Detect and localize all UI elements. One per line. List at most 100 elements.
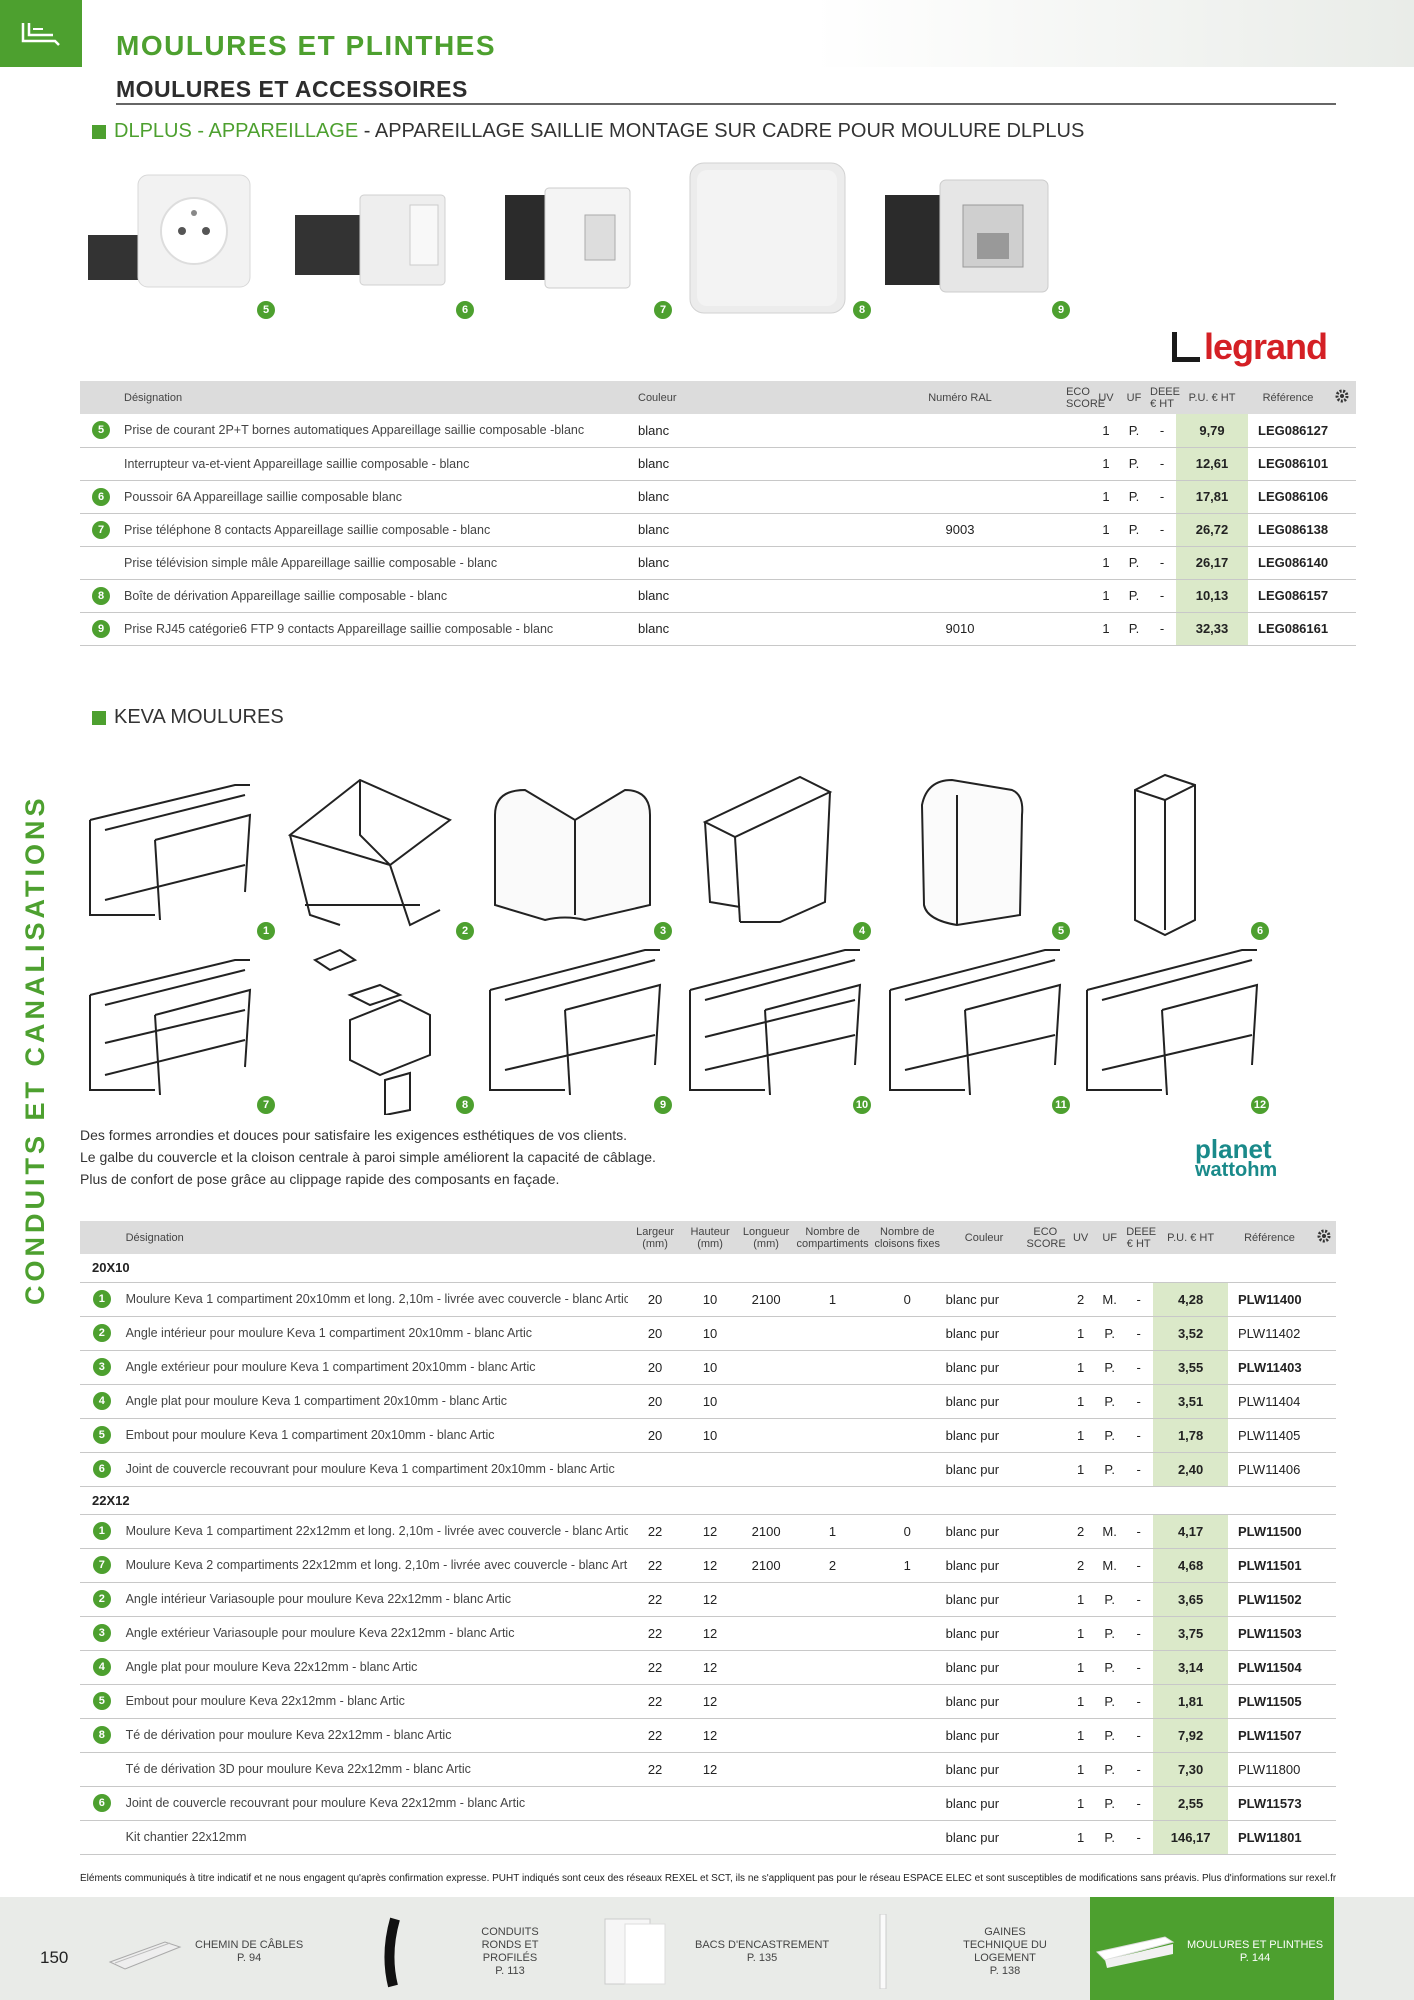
cell-eco <box>1024 1418 1067 1453</box>
section-keva-title: KEVA MOULURES <box>92 706 284 729</box>
row-number-cell: 5 <box>80 414 122 448</box>
cell-compartiments <box>794 1752 871 1787</box>
cell-uf: P. <box>1095 1452 1125 1487</box>
cell-couleur: blanc pur <box>943 1316 1025 1351</box>
cell-deee: - <box>1148 447 1176 481</box>
cell-price: 2,55 <box>1153 1786 1228 1821</box>
cell-hauteur: 12 <box>682 1582 739 1617</box>
cell-eco <box>1064 414 1092 448</box>
cell-uf: P. <box>1120 480 1148 514</box>
cell-uv: 1 <box>1066 1350 1096 1385</box>
cell-largeur: 22 <box>628 1718 683 1753</box>
cell-designation: Joint de couvercle recouvrant pour moulu… <box>123 1452 629 1487</box>
cell-cloisons <box>870 1384 944 1419</box>
cell-longueur <box>738 1718 795 1753</box>
cell-compartiments <box>794 1418 871 1453</box>
section-title-text: KEVA MOULURES <box>114 706 284 728</box>
cell-couleur: blanc pur <box>943 1282 1025 1317</box>
cell-longueur <box>738 1684 795 1719</box>
badge-6: 6 <box>456 301 474 319</box>
row-number-cell <box>80 1752 124 1787</box>
cell-uf: P. <box>1095 1684 1125 1719</box>
cell-reference: PLW11507 <box>1227 1718 1312 1753</box>
row-number-cell: 8 <box>80 579 122 613</box>
cell-reference: LEG086140 <box>1248 546 1328 580</box>
drawing-keva-molding-1 <box>89 784 252 921</box>
row-number-badge: 6 <box>92 1794 111 1812</box>
cell-eco <box>1064 513 1092 547</box>
cell-compartiments <box>794 1718 871 1753</box>
cell-couleur: blanc <box>636 513 856 547</box>
cell-deee: - <box>1124 1316 1154 1351</box>
cell-reference: LEG086106 <box>1248 480 1328 514</box>
cell-uv: 1 <box>1066 1418 1096 1453</box>
row-number-cell: 6 <box>80 480 122 514</box>
cell-uv: 1 <box>1066 1384 1096 1419</box>
section-title-green: DLPLUS - APPAREILLAGE <box>114 120 359 142</box>
cell-eco <box>1024 1582 1067 1617</box>
cell-hauteur: 12 <box>682 1616 739 1651</box>
row-number-badge: 7 <box>92 1556 111 1574</box>
cell-deee: - <box>1124 1282 1154 1317</box>
section-dlplus-title: DLPLUS - APPAREILLAGE - APPAREILLAGE SAI… <box>92 120 1084 143</box>
cell-uf: P. <box>1095 1820 1125 1855</box>
cell-designation: Angle intérieur pour moulure Keva 1 comp… <box>123 1316 629 1351</box>
cell-designation: Boîte de dérivation Appareillage saillie… <box>122 579 636 613</box>
page-number: 150 <box>40 1948 69 1967</box>
cell-uf: P. <box>1120 513 1148 547</box>
legrand-logo: legrand <box>1172 326 1328 368</box>
cell-eco <box>1024 1718 1067 1753</box>
cell-price: 3,52 <box>1153 1316 1228 1351</box>
badge-7: 7 <box>257 1096 275 1114</box>
cell-designation: Moulure Keva 2 compartiments 22x12mm et … <box>123 1548 629 1583</box>
cell-price: 3,75 <box>1153 1616 1228 1651</box>
cell-largeur: 22 <box>628 1650 683 1685</box>
col-couleur: Couleur <box>636 381 856 414</box>
cell-extra <box>1311 1684 1336 1719</box>
cell-reference: PLW11406 <box>1227 1452 1312 1487</box>
cell-eco <box>1024 1684 1067 1719</box>
cell-designation: Angle extérieur pour moulure Keva 1 comp… <box>123 1350 629 1385</box>
cell-uv: 2 <box>1066 1548 1096 1583</box>
cell-hauteur: 12 <box>682 1548 739 1583</box>
col-longueur: Longueur (mm) <box>738 1221 795 1254</box>
drawing-tee-derivation <box>312 948 431 1115</box>
cell-cloisons <box>870 1820 944 1855</box>
cell-price: 4,68 <box>1153 1548 1228 1583</box>
footer-page: P. 138 <box>989 1964 1021 1977</box>
cell-deee: - <box>1148 414 1176 448</box>
cell-hauteur: 12 <box>682 1650 739 1685</box>
cell-uf: M. <box>1095 1514 1125 1549</box>
footer-label: CONDUITS RONDS ET PROFILÉS <box>481 1925 539 1964</box>
cell-uf: P. <box>1095 1616 1125 1651</box>
footer-page: P. 94 <box>236 1951 262 1964</box>
cell-largeur: 20 <box>628 1384 683 1419</box>
cell-eco <box>1024 1616 1067 1651</box>
cell-eco <box>1024 1350 1067 1385</box>
col-ral: Numéro RAL <box>856 381 1064 414</box>
cell-uf: P. <box>1095 1418 1125 1453</box>
cell-largeur: 20 <box>628 1418 683 1453</box>
row-number-badge: 2 <box>92 1324 111 1342</box>
section-tab[interactable] <box>0 0 82 67</box>
cell-eco <box>1064 612 1092 646</box>
row-number-cell: 6 <box>80 1452 124 1487</box>
table-row: 2 Angle intérieur pour moulure Keva 1 com… <box>80 1316 1336 1351</box>
cell-reference: PLW11403 <box>1227 1350 1312 1385</box>
cell-extra <box>1311 1316 1336 1351</box>
cell-largeur: 20 <box>628 1350 683 1385</box>
cell-longueur: 2100 <box>738 1514 795 1549</box>
col-deee: DEEE € HT <box>1124 1221 1156 1254</box>
table-row: 7 Moulure Keva 2 compartiments 22x12mm et… <box>80 1548 1336 1583</box>
col-eco: ECO SCORE <box>1064 381 1105 414</box>
cell-designation: Prise télévision simple mâle Appareillag… <box>122 546 636 580</box>
cell-uf: P. <box>1095 1582 1125 1617</box>
